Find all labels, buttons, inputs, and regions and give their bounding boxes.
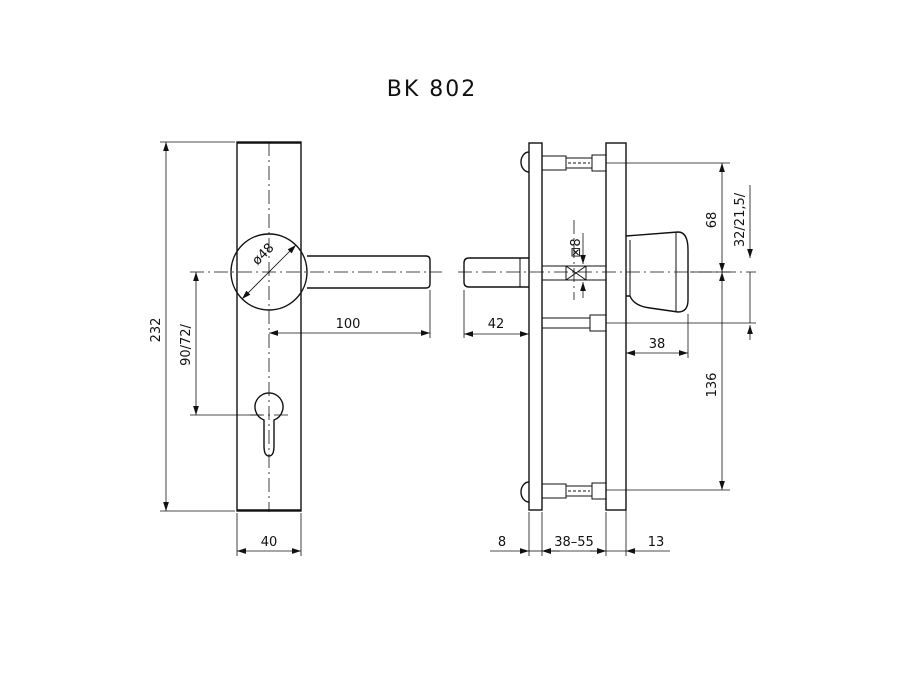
- dim-center-distance-label: 90/72/: [179, 323, 194, 365]
- dim-spindle-label: ⊠8: [569, 238, 584, 257]
- dim-square-projection-label: 42: [488, 317, 505, 332]
- drawing-title: BK 802: [387, 77, 478, 102]
- side-view: ⊠8 42 68 32/21,5/ 136 38: [458, 142, 756, 556]
- dim-upper-screw-alt-label: 32/21,5/: [733, 192, 748, 247]
- inner-knob: [625, 231, 689, 313]
- fixing-screw-middle: [541, 314, 607, 332]
- dim-upper-screw-label: 68: [705, 212, 720, 229]
- screw-head-bottom: [520, 481, 530, 503]
- dim-rosette-label: ø48: [250, 241, 278, 269]
- screw-head-top: [520, 151, 530, 173]
- dim-plate-thickness-label: 8: [498, 535, 506, 550]
- dim-height-label: 232: [149, 318, 164, 343]
- side-front-plate: [528, 142, 543, 511]
- dim-line-rosette: [241, 244, 297, 300]
- dim-back-plate-label: 13: [648, 535, 665, 550]
- dim-knob-projection-label: 38: [649, 337, 666, 352]
- through-bolt-top: [541, 154, 607, 172]
- dim-lever-length-label: 100: [336, 317, 361, 332]
- dim-door-thickness-label: 38–55: [554, 535, 594, 550]
- side-back-plate: [605, 142, 627, 511]
- front-view: 232 90/72/ ø48 100 40: [149, 141, 442, 556]
- keyhole-cutout: [254, 392, 284, 457]
- through-bolt-bottom: [541, 482, 607, 500]
- dim-lower-screw-label: 136: [705, 373, 720, 398]
- dim-width-label: 40: [261, 535, 278, 550]
- rosette-circle: [230, 233, 308, 311]
- outer-spindle-stub: [463, 257, 529, 288]
